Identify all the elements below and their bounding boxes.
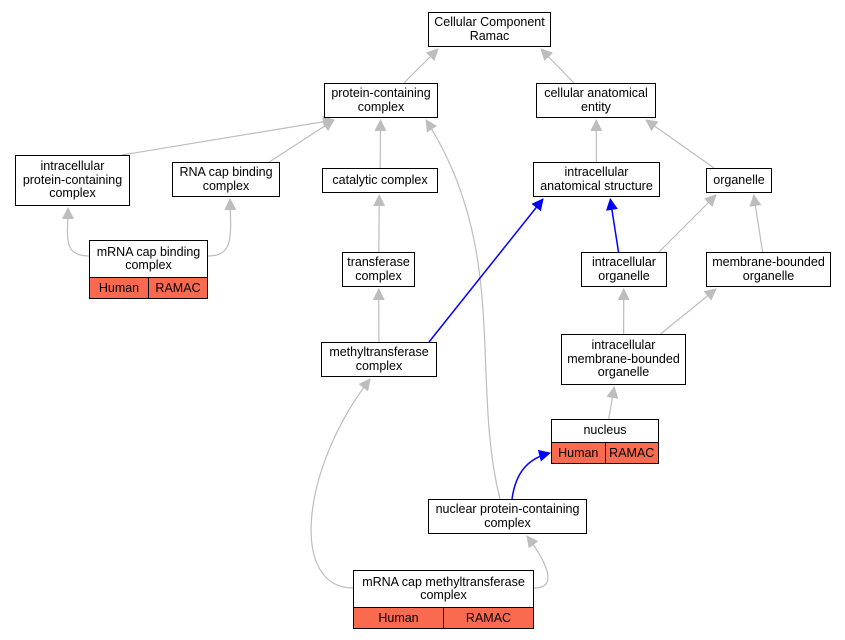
tag-human: Human [98,281,140,295]
edge-nuclear-protein-containing-complex-to-protein-containing-complex [425,119,501,500]
node-label: intracellular protein-containing complex [22,159,123,201]
node-label: transferase complex [347,255,410,283]
node-protein-containing-complex[interactable]: protein-containing complex [324,83,438,118]
node-label: protein-containing complex [331,86,431,114]
node-label: methyltransferase complex [329,345,429,373]
edge-organelle-to-cellular-anatomical-entity [645,119,715,169]
node-mrna-cap-methyltransferase-complex[interactable]: mRNA cap methyltransferase complex Human… [353,570,534,629]
node-label: mRNA cap methyltransferase complex [362,574,525,602]
tag-human: Human [378,611,419,625]
node-intracellular-organelle[interactable]: intracellular organelle [581,252,667,287]
tag-ramac: RAMAC [148,278,207,298]
edge-mrna-cap-methyltransferase-complex-to-methyltransferase-complex [310,378,371,589]
node-label: intracellular organelle [592,255,656,283]
edge-nuclear-protein-containing-complex-to-nucleus [511,449,551,500]
node-organelle[interactable]: organelle [706,168,772,193]
node-label: nuclear protein-containing complex [435,502,580,530]
node-label: RNA cap binding complex [179,165,273,193]
node-label: catalytic complex [332,172,428,187]
species-tags: Human RAMAC [552,442,658,463]
species-tags: Human RAMAC [354,607,533,628]
node-cellular-anatomical-entity[interactable]: cellular anatomical entity [536,83,656,118]
node-label: membrane-bounded organelle [712,255,825,283]
node-rna-cap-binding-complex[interactable]: RNA cap binding complex [172,162,280,197]
node-label: mRNA cap binding complex [96,244,201,272]
node-membrane-bounded-organelle[interactable]: membrane-bounded organelle [706,252,831,287]
node-label: Cellular Component Ramac [434,15,545,43]
edge-protein-containing-complex-to-root [403,48,439,84]
edge-intracellular-organelle-to-organelle [658,194,717,253]
species-tags: Human RAMAC [90,277,207,298]
node-transferase-complex[interactable]: transferase complex [342,252,415,287]
tag-ramac: RAMAC [443,608,533,628]
edge-rna-cap-binding-complex-to-protein-containing-complex [268,119,335,163]
node-label: organelle [713,172,765,187]
node-label: intracellular membrane-bounded organelle [567,338,680,380]
edge-nucleus-to-intracellular-membrane-bounded-organelle [606,386,619,420]
node-label: cellular anatomical entity [544,86,648,114]
edge-intracellular-organelle-to-intracellular-anatomical-structure [606,198,620,253]
edge-intracellular-membrane-bounded-organelle-to-membrane-bounded-organelle [660,288,717,335]
tag-ramac: RAMAC [604,443,659,463]
node-catalytic-complex[interactable]: catalytic complex [322,168,438,193]
tag-human: Human [558,446,599,460]
node-nuclear-protein-containing-complex[interactable]: nuclear protein-containing complex [428,499,587,534]
node-intracellular-anatomical-structure[interactable]: intracellular anatomical structure [533,162,660,197]
edge-mrna-cap-binding-complex-to-rna-cap-binding-complex [207,198,237,257]
node-methyltransferase-complex[interactable]: methyltransferase complex [321,342,437,377]
node-cellular-component-ramac[interactable]: Cellular Component Ramac [428,12,551,47]
edge-mrna-cap-methyltransferase-complex-to-nuclear-protein-containing-complex [526,535,549,589]
edge-methyltransferase-complex-to-intracellular-anatomical-structure [428,198,544,343]
node-intracellular-protein-containing-complex[interactable]: intracellular protein-containing complex [15,155,130,206]
node-label: nucleus [583,423,627,438]
node-mrna-cap-binding-complex[interactable]: mRNA cap binding complex Human RAMAC [89,240,208,299]
node-intracellular-membrane-bounded-organelle[interactable]: intracellular membrane-bounded organelle [561,334,686,385]
edge-membrane-bounded-organelle-to-organelle [749,194,764,253]
node-nucleus[interactable]: nucleus Human RAMAC [551,419,659,464]
edge-intracellular-protein-containing-complex-to-protein-containing-complex [121,115,335,156]
edge-cellular-anatomical-entity-to-root [540,48,575,84]
node-label: intracellular anatomical structure [540,165,653,193]
edge-mrna-cap-binding-complex-to-intracellular-protein-containing-complex [61,207,90,257]
